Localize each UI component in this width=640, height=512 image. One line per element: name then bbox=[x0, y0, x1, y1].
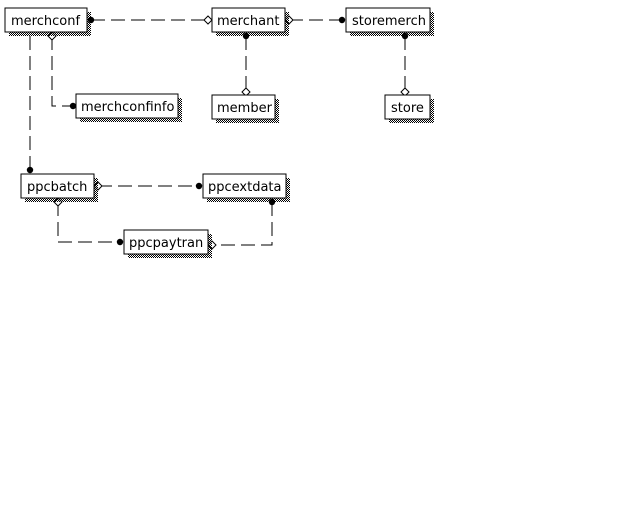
entity-ppcpaytran[interactable]: ppcpaytran bbox=[123, 229, 212, 258]
rel-end-dot bbox=[338, 16, 346, 24]
entity-ppcbatch[interactable]: ppcbatch bbox=[20, 173, 98, 202]
entity-merchconfinfo[interactable]: merchconfinfo bbox=[75, 93, 182, 122]
entity-store[interactable]: store bbox=[384, 94, 434, 123]
rel-end-diamond bbox=[203, 15, 213, 25]
rel-end-dot bbox=[116, 238, 124, 246]
entity-label: ppcpaytran bbox=[129, 236, 203, 251]
entity-merchconf[interactable]: merchconf bbox=[4, 7, 91, 36]
entity-label: ppcbatch bbox=[27, 180, 87, 195]
entity-label: merchconf bbox=[11, 14, 80, 29]
rel-end-dot bbox=[69, 102, 77, 110]
rel-ppcbatch-ppcpaytran bbox=[57, 202, 119, 243]
entity-label: merchant bbox=[217, 14, 279, 29]
entity-member[interactable]: member bbox=[211, 94, 279, 123]
entity-storemerch[interactable]: storemerch bbox=[345, 7, 434, 36]
entity-label: merchconfinfo bbox=[81, 100, 174, 115]
entity-label: store bbox=[391, 101, 424, 116]
rel-merchconf-merchconfinfo bbox=[51, 36, 72, 107]
rel-end-dot bbox=[26, 166, 34, 174]
rel-ppcextdata-ppcpaytran bbox=[212, 202, 273, 246]
entity-label: storemerch bbox=[352, 14, 426, 29]
entity-label: ppcextdata bbox=[208, 180, 282, 195]
entity-ppcextdata[interactable]: ppcextdata bbox=[202, 173, 290, 202]
rel-end-dot bbox=[195, 182, 203, 190]
endpoints bbox=[26, 15, 410, 250]
relationships bbox=[29, 19, 406, 246]
entity-label: member bbox=[217, 101, 273, 116]
entity-merchant[interactable]: merchant bbox=[211, 7, 289, 36]
